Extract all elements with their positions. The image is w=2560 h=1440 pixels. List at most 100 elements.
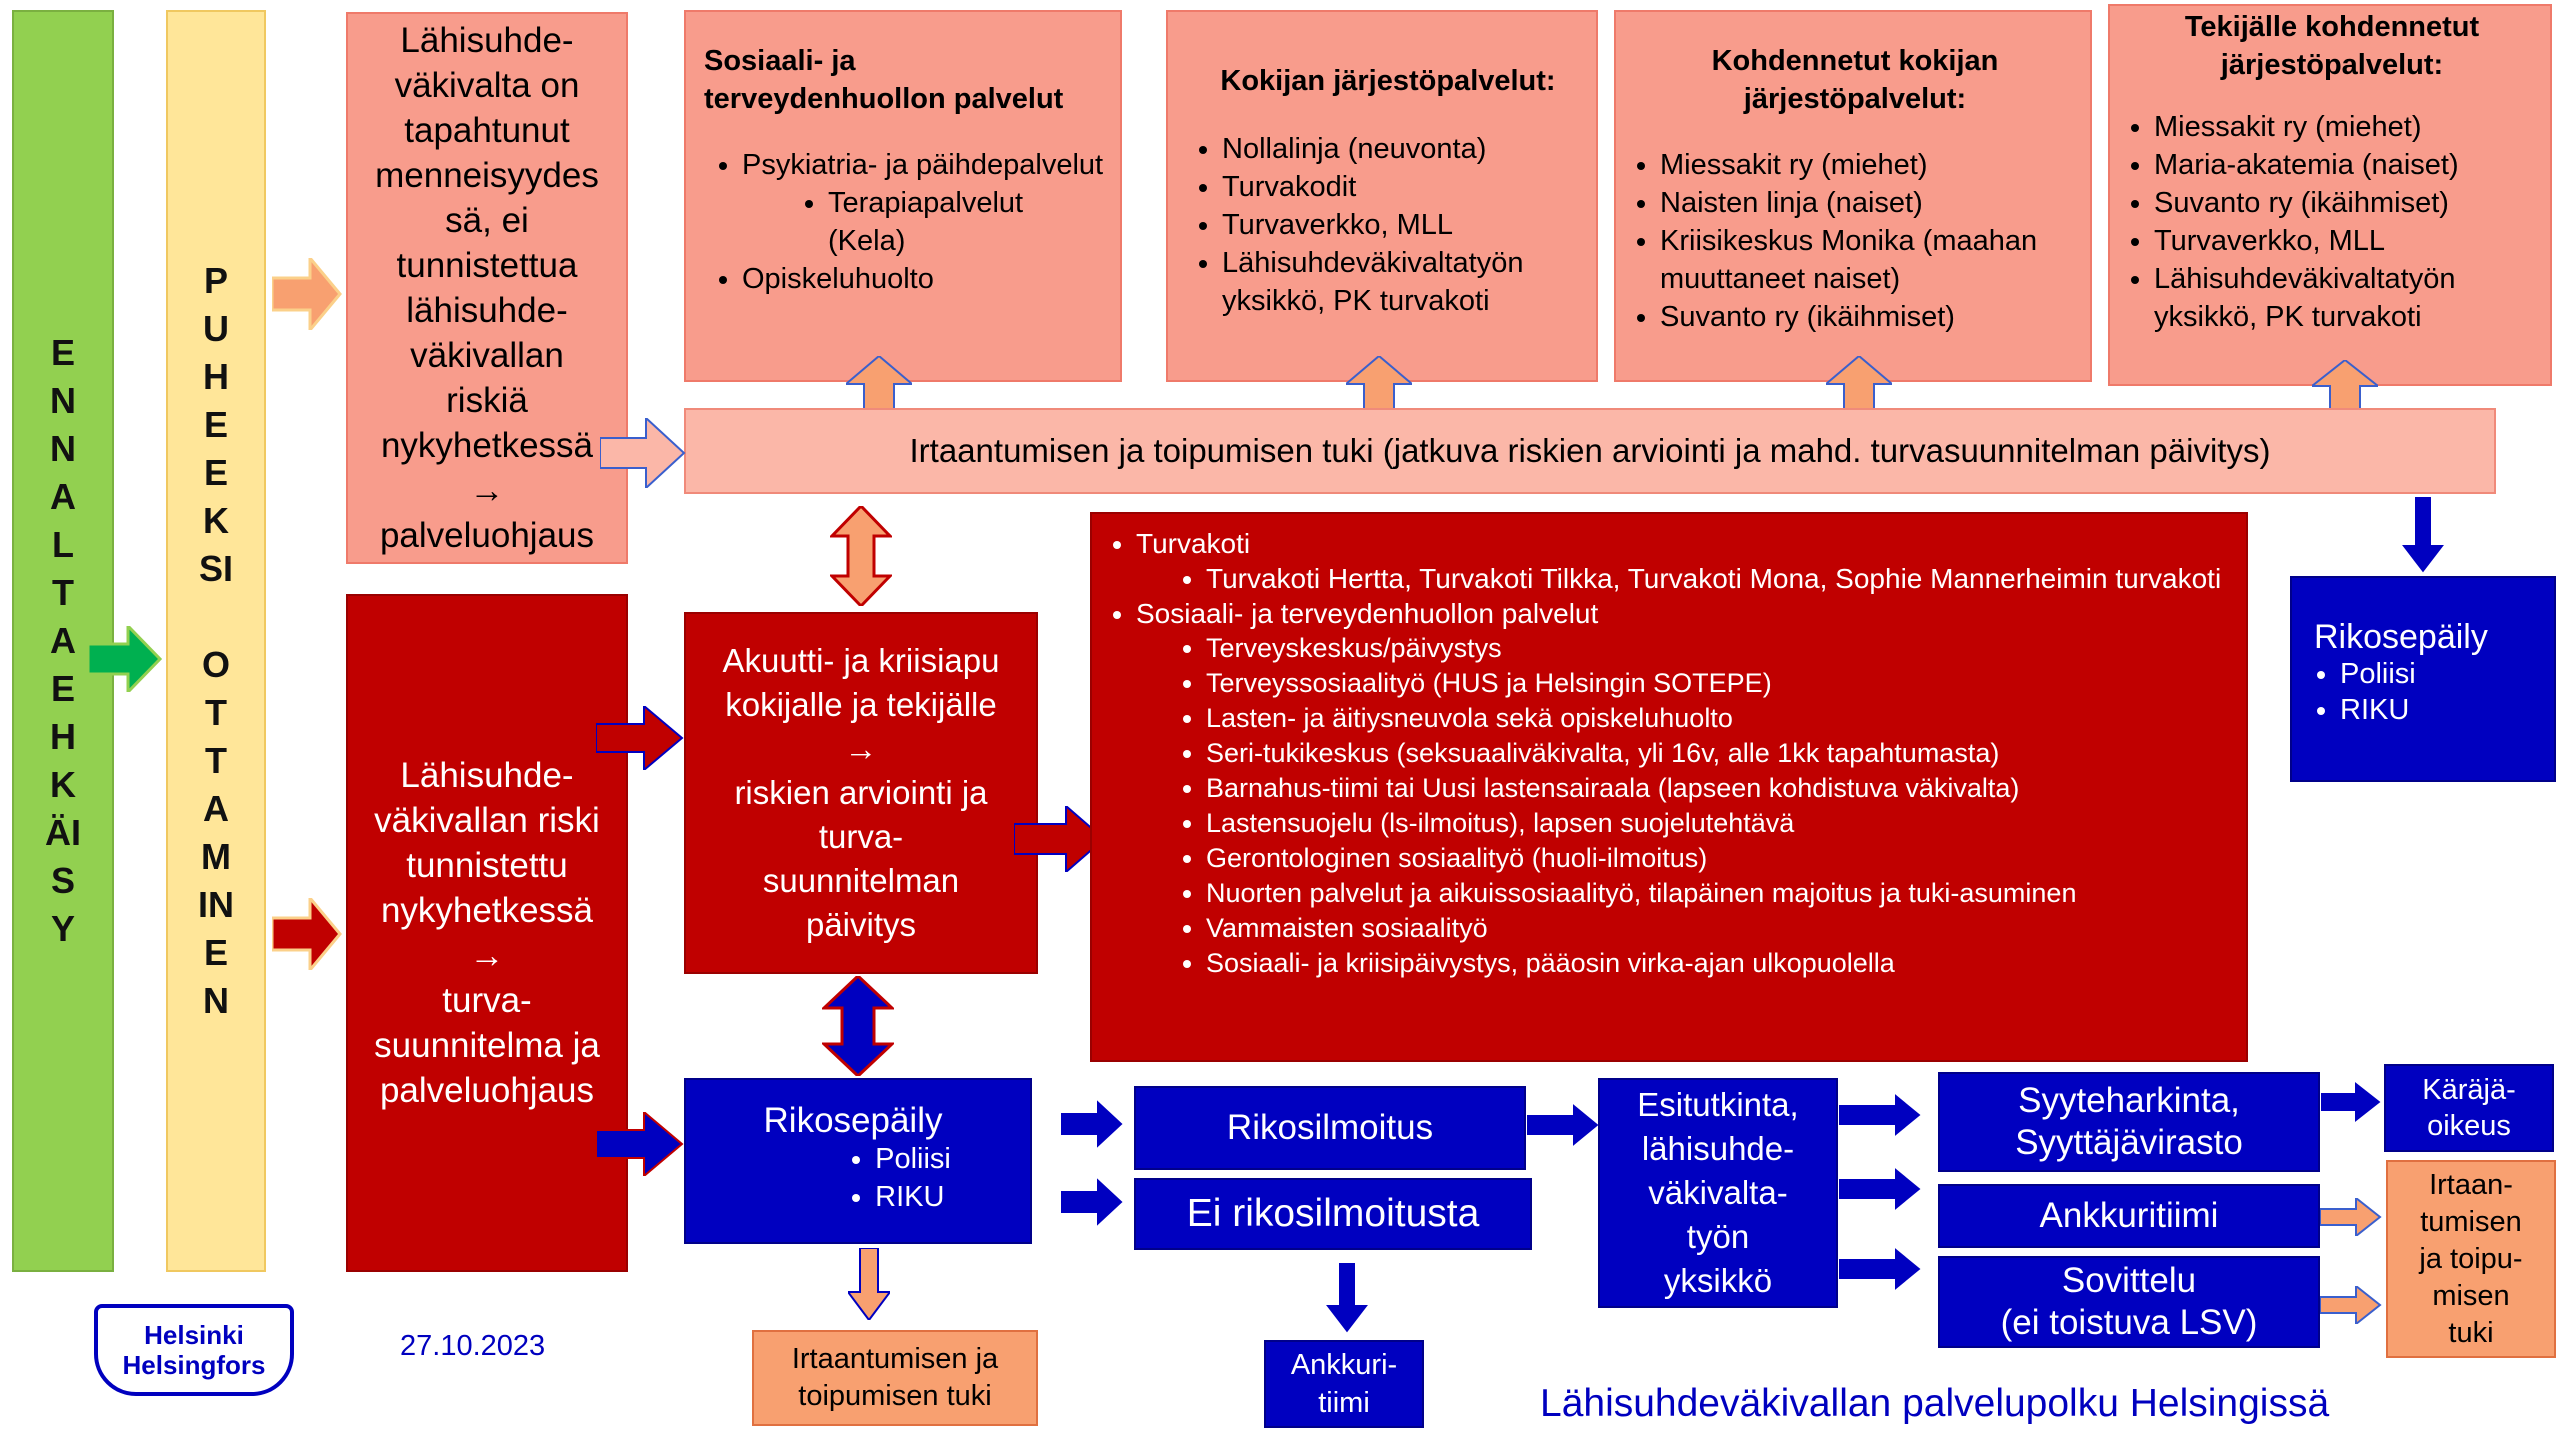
up-arrow-icon (1346, 356, 1412, 412)
acute-text-line: suunnitelman (762, 862, 960, 899)
list-item: RIKU (2340, 692, 2544, 728)
red-arrow-icon (596, 706, 684, 770)
acute-text-line: → (844, 730, 878, 767)
down-arrow-icon (2400, 496, 2446, 574)
list-item: Suvanto ry (ikäihmiset) (1660, 298, 2076, 336)
acute-text-line: Akuutti- ja kriisiapu (722, 642, 1000, 679)
blue-arrow-icon (1060, 1176, 1126, 1228)
orange-arrow-icon (272, 258, 342, 330)
investigation-text-line: väkivalta- (1648, 1174, 1788, 1211)
list-item: Nuorten palvelut ja aikuissosiaalityö, t… (1206, 876, 2234, 911)
targeted-victim-ngo-box: Kohdennetut kokijan järjestöpalvelut: Mi… (1614, 10, 2092, 382)
recovery-right-text-line: Irtaan- (2429, 1168, 2513, 1201)
up-arrow-icon (846, 356, 912, 412)
double-arrow-icon (830, 506, 892, 606)
past-text-line: väkivalta on (394, 66, 580, 105)
no-crime-report-label: Ei rikosilmoitusta (1186, 1192, 1480, 1235)
services-box: Turvakoti Turvakoti Hertta, Turvakoti Ti… (1090, 512, 2248, 1062)
prevention-column: ENNALTAEHKÄISY (12, 10, 114, 1272)
prosecution-text-line: Syyteharkinta, (2018, 1081, 2240, 1120)
victim-ngo-title: Kokijan järjestöpalvelut: (1220, 65, 1556, 97)
list-item: Sosiaali- ja terveydenhuollon palvelut (1136, 596, 2234, 631)
list-item: Miessakit ry (miehet) (1660, 146, 2076, 184)
past-text-line: menneisyydes (375, 156, 599, 195)
past-text-line: Lähisuhde- (400, 21, 574, 60)
blue-arrow-icon (1838, 1246, 1924, 1292)
list-item: Turvaverkko, MLL (1222, 206, 1580, 244)
perpetrator-ngo-box: Tekijälle kohdennetut järjestöpalvelut: … (2108, 4, 2552, 386)
current-text-line: Lähisuhde- (400, 756, 574, 795)
court-text-line: oikeus (2427, 1110, 2511, 1142)
current-text-line: → (469, 936, 505, 975)
logo-text-line: Helsinki (144, 1320, 244, 1350)
footer-title: Lähisuhdeväkivallan palvelupolku Helsing… (1540, 1382, 2330, 1425)
arrow-right-icon (600, 418, 686, 488)
logo-text-line: Helsingfors (122, 1350, 266, 1380)
past-text-line: → (469, 471, 505, 510)
current-text-line: väkivallan riski (374, 801, 600, 840)
list-item: Lastensuojelu (ls-ilmoitus), lapsen suoj… (1206, 806, 2234, 841)
raising-label: PUHEEKSI OTTAMINEN (198, 257, 234, 1025)
list-item: Kriisikeskus Monika (maahan muuttaneet n… (1660, 222, 2076, 298)
recovery-right-text-line: tuki (2448, 1316, 2494, 1349)
list-item: Seri-tukikeskus (seksuaaliväkivalta, yli… (1206, 736, 2234, 771)
acute-text-line: päivitys (805, 906, 917, 943)
current-text-line: tunnistettu (406, 846, 568, 885)
list-item: Poliisi (2340, 656, 2544, 692)
prosecution-text-line: Syyttäjävirasto (2015, 1123, 2243, 1162)
orange-arrow-icon (2320, 1286, 2382, 1324)
mediation-text-line: (ei toistuva LSV) (2000, 1303, 2258, 1342)
victim-ngo-box: Kokijan järjestöpalvelut: Nollalinja (ne… (1166, 10, 1598, 382)
down-arrow-icon (1324, 1262, 1370, 1334)
targeted-victim-ngo-title: Kohdennetut kokijan järjestöpalvelut: (1711, 45, 1999, 115)
down-arrow-icon (848, 1248, 890, 1320)
double-arrow-icon (822, 976, 894, 1076)
raising-word: PUHEEKSI (198, 260, 233, 589)
investigation-text-line: Esitutkinta, (1637, 1086, 1799, 1123)
blue-arrow-icon (596, 1112, 684, 1176)
acute-text-line: kokijalle ja tekijälle (725, 686, 997, 723)
acute-text-line: turva- (818, 818, 904, 855)
past-text-line: väkivallan (410, 336, 564, 375)
past-text-line: sä, ei (445, 201, 529, 240)
blue-arrow-icon (2320, 1080, 2384, 1124)
past-text-line: tapahtunut (404, 111, 570, 150)
health-services-box: Sosiaali- ja terveydenhuollon palvelut P… (684, 10, 1122, 382)
list-item: Lähisuhdeväkivaltatyön yksikkö, PK turva… (2154, 260, 2536, 336)
health-services-title: Sosiaali- ja terveydenhuollon palvelut (704, 45, 1064, 115)
crime-suspicion-title: Rikosepäily (2314, 618, 2488, 656)
investigation-text-line: lähisuhde- (1641, 1130, 1795, 1167)
prevention-word: ENNALTAEHKÄISY (45, 332, 81, 949)
crime-suspicion-title: Rikosepäily (763, 1101, 943, 1140)
recovery-right-text-line: misen (2432, 1279, 2510, 1312)
raising-word: OTTAMINEN (198, 644, 234, 1021)
current-risk-box: Lähisuhde-väkivallan riski tunnistettu nyk… (346, 594, 628, 1272)
anchor-team-box: Ankkuritiimi (1938, 1184, 2320, 1248)
past-text-line: tunnistettua (396, 246, 578, 285)
past-text-line: palveluohjaus (379, 516, 595, 555)
list-item: Nollalinja (neuvonta) (1222, 130, 1580, 168)
blue-arrow-icon (1060, 1098, 1126, 1150)
list-item: Terveyssosiaalityö (HUS ja Helsingin SOT… (1206, 666, 2234, 701)
green-arrow-icon (88, 626, 162, 692)
anchor-text-line: tiimi (1318, 1387, 1370, 1419)
recovery-text-line: toipumisen tuki (798, 1380, 992, 1412)
prevention-label: ENNALTAEHKÄISY (45, 329, 81, 953)
crime-report-box: Rikosilmoitus (1134, 1086, 1526, 1170)
acute-crisis-box: Akuutti- ja kriisiapu kokijalle ja tekijä… (684, 612, 1038, 974)
current-text-line: nykyhetkessä (380, 891, 594, 930)
list-item: Terapiapalvelut (Kela) (828, 184, 1104, 260)
anchor-text-line: Ankkuri- (1290, 1349, 1398, 1381)
crime-report-label: Rikosilmoitus (1226, 1108, 1434, 1147)
blue-arrow-icon (1526, 1102, 1602, 1148)
list-item: Psykiatria- ja päihdepalvelut (742, 146, 1104, 184)
list-item: Maria-akatemia (naiset) (2154, 146, 2536, 184)
recovery-bar: Irtaantumisen ja toipumisen tuki (jatkuv… (684, 408, 2496, 494)
past-text-line: lähisuhde- (406, 291, 568, 330)
blue-arrow-icon (1838, 1092, 1924, 1138)
anchor-team-label: Ankkuritiimi (2039, 1196, 2219, 1235)
anchor-team-small-box: Ankkuri-tiimi (1264, 1340, 1424, 1428)
list-item: Miessakit ry (miehet) (2154, 108, 2536, 146)
court-box: Käräjä-oikeus (2384, 1064, 2554, 1152)
